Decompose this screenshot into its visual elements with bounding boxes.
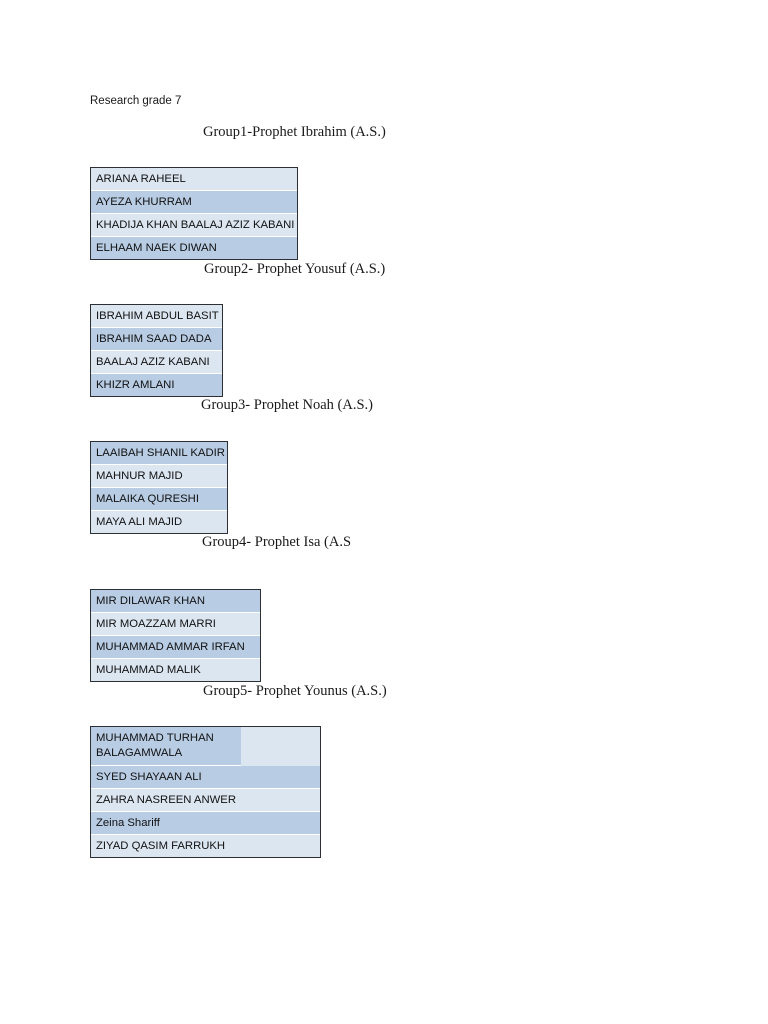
table-row: MIR MOAZZAM MARRI <box>91 613 260 636</box>
group-table-2: IBRAHIM ABDUL BASIT IBRAHIM SAAD DADA BA… <box>90 304 223 397</box>
table-row: IBRAHIM SAAD DADA <box>91 328 222 351</box>
group-heading-5: Group5- Prophet Younus (A.S.) <box>203 683 387 699</box>
table-row: LAAIBAH SHANIL KADIR <box>91 442 227 465</box>
table-row: MAYA ALI MAJID <box>91 511 227 533</box>
table-row: IBRAHIM ABDUL BASIT <box>91 305 222 328</box>
group-table-5: MUHAMMAD TURHAN BALAGAMWALA SYED SHAYAAN… <box>90 726 321 858</box>
table-row: MALAIKA QURESHI <box>91 488 227 511</box>
table-row: MUHAMMAD MALIK <box>91 659 260 681</box>
table-row: ZIYAD QASIM FARRUKH <box>91 835 320 857</box>
table-row: KHADIJA KHAN BAALAJ AZIZ KABANI <box>91 214 297 237</box>
table-row: Zeina Shariff <box>91 812 320 835</box>
group-heading-3: Group3- Prophet Noah (A.S.) <box>201 397 373 413</box>
table-row: AYEZA KHURRAM <box>91 191 297 214</box>
table-row: KHIZR AMLANI <box>91 374 222 396</box>
table-row: MUHAMMAD AMMAR IRFAN <box>91 636 260 659</box>
table-row: ELHAAM NAEK DIWAN <box>91 237 297 259</box>
group-heading-4: Group4- Prophet Isa (A.S <box>202 534 352 550</box>
group-table-1: ARIANA RAHEEL AYEZA KHURRAM KHADIJA KHAN… <box>90 167 298 260</box>
group-heading-2: Group2- Prophet Yousuf (A.S.) <box>204 261 386 277</box>
table-row: MAHNUR MAJID <box>91 465 227 488</box>
table-row: BAALAJ AZIZ KABANI <box>91 351 222 374</box>
table-row: ZAHRA NASREEN ANWER <box>91 789 320 812</box>
table-row: ARIANA RAHEEL <box>91 168 297 191</box>
table-row: MUHAMMAD TURHAN BALAGAMWALA <box>91 727 241 766</box>
group-heading-1: Group1-Prophet Ibrahim (A.S.) <box>203 124 386 140</box>
group-table-3: LAAIBAH SHANIL KADIR MAHNUR MAJID MALAIK… <box>90 441 228 534</box>
page-title: Research grade 7 <box>90 95 182 107</box>
table-row: SYED SHAYAAN ALI <box>91 766 320 789</box>
group-table-4: MIR DILAWAR KHAN MIR MOAZZAM MARRI MUHAM… <box>90 589 261 682</box>
table-row: MIR DILAWAR KHAN <box>91 590 260 613</box>
